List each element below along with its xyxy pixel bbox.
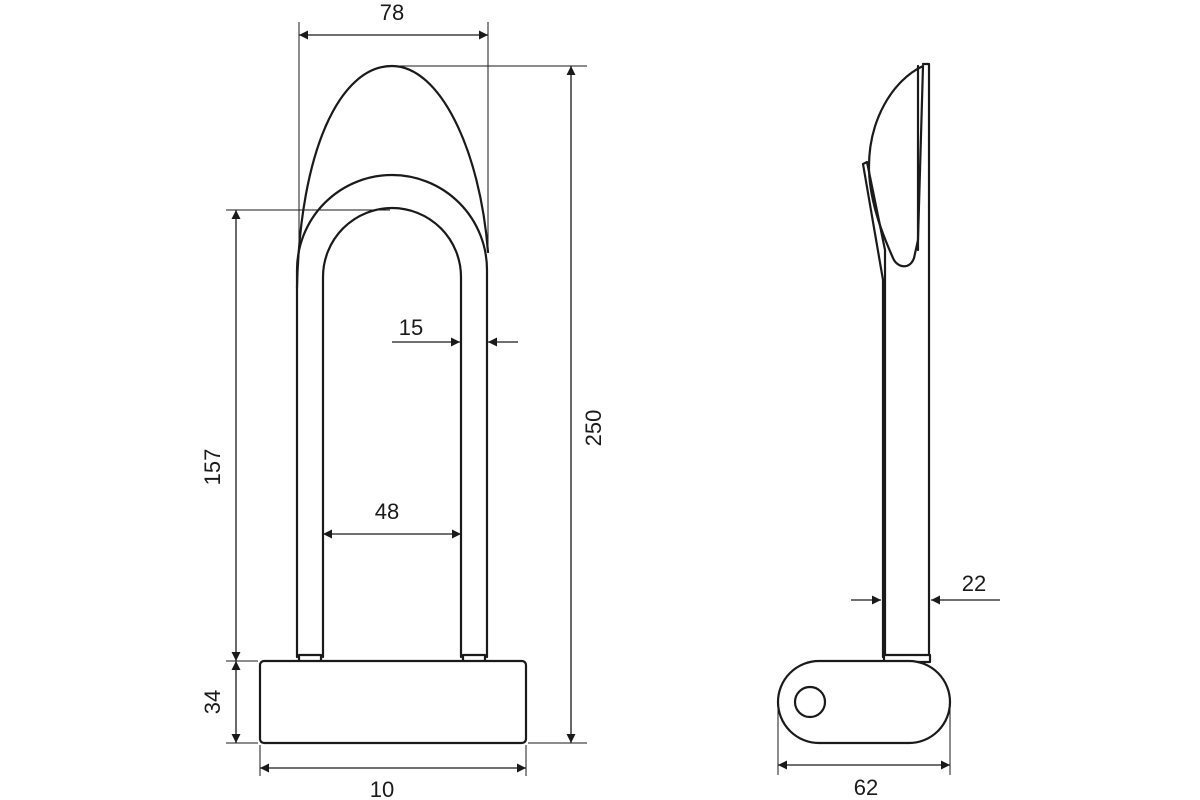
label-body-depth: 62 (854, 775, 878, 800)
side-guard-cap (867, 64, 925, 268)
side-bar-right-edge (921, 62, 931, 659)
label-body-width: 10 (370, 777, 394, 800)
label-shackle-thickness: 15 (399, 315, 423, 340)
front-dimension-labels: 78 15 48 250 157 34 10 (200, 0, 606, 800)
label-overall-height: 250 (581, 410, 606, 447)
lock-body-side (776, 659, 952, 745)
front-dimension-lines (231, 30, 576, 773)
lock-body-front (258, 659, 528, 745)
side-dimension-lines (778, 595, 1000, 770)
side-view (776, 62, 952, 745)
side-dimension-labels: 22 62 (854, 571, 986, 800)
front-view (258, 64, 528, 745)
label-shackle-width: 78 (380, 0, 404, 25)
label-side-thickness: 22 (962, 571, 986, 596)
shackle-outer-outline (295, 173, 489, 659)
front-extension-lines (226, 22, 587, 776)
side-bar-outline (861, 160, 887, 659)
shackle-inner-outline (321, 206, 463, 659)
keyhole-icon (793, 685, 827, 719)
label-body-height: 34 (200, 690, 225, 714)
label-inner-width: 48 (375, 499, 399, 524)
label-shackle-height: 157 (200, 449, 225, 486)
shackle-cover-outline (295, 64, 490, 290)
